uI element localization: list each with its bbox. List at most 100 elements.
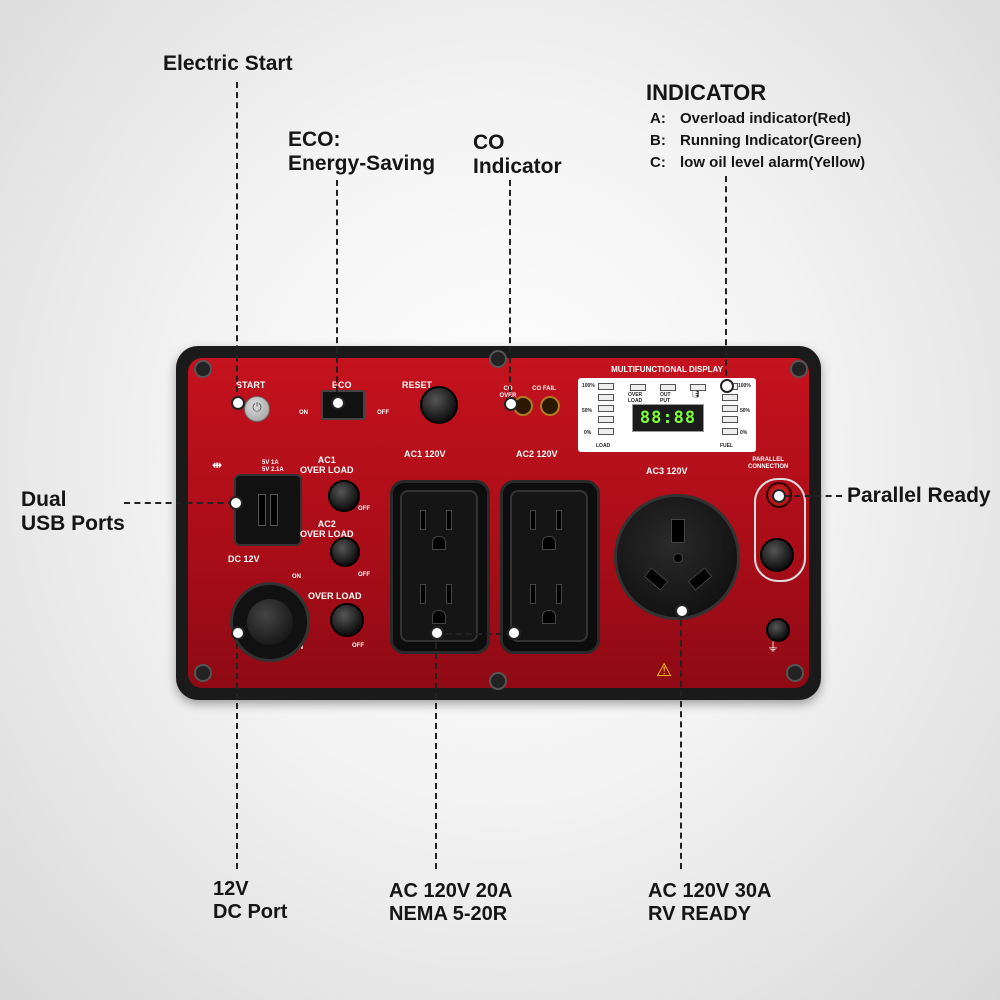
indicator-item-a: A:Overload indicator(Red) [650, 110, 851, 127]
marker-usb [229, 496, 243, 510]
screw-icon [489, 672, 507, 690]
co-fail-label: CO FAIL [532, 386, 556, 392]
load-bar [598, 383, 614, 390]
marker-co [504, 397, 518, 411]
callout-co: CO Indicator [473, 131, 562, 179]
ac2-label: AC2 120V [516, 449, 558, 459]
callout-eco-line1: ECO: [288, 128, 341, 151]
callout-co-line1: CO [473, 131, 505, 154]
usb-port-block [234, 474, 302, 546]
callout-usb: Dual USB Ports [21, 488, 125, 536]
marker-ac1 [430, 626, 444, 640]
leader-ac20 [435, 633, 437, 869]
indicator-item-c: C:low oil level alarm(Yellow) [650, 154, 866, 171]
eco-label: ECO [332, 380, 352, 390]
warning-icon: ⚠ [656, 660, 673, 680]
ac1-label: AC1 120V [404, 449, 446, 459]
reset-button[interactable] [420, 386, 458, 424]
parallel-cap[interactable] [760, 538, 794, 572]
dc-overload-breaker[interactable] [330, 603, 364, 637]
display-title: MULTIFUNCTIONAL DISPLAY [611, 365, 723, 374]
dc-off-label: OFF [352, 643, 364, 649]
marker-ac2 [507, 626, 521, 640]
dc12v-label: DC 12V [228, 554, 260, 564]
screw-icon [194, 664, 212, 682]
callout-ac30-line2: RV READY [648, 903, 751, 925]
ac1-outlet[interactable] [400, 490, 478, 642]
fuel-bar [722, 416, 738, 423]
dc-overload-label: OVER LOAD [308, 591, 362, 601]
screw-icon [489, 350, 507, 368]
leader-ac20-bridge [436, 633, 512, 635]
parallel-port-housing [754, 478, 806, 582]
callout-ac30: AC 120V 30A RV READY [648, 880, 771, 926]
co-over-label: CO OVER [499, 386, 517, 399]
co-fail-light [540, 396, 560, 416]
eco-on-label: ON [299, 410, 308, 416]
screw-icon [786, 664, 804, 682]
callout-electric-start: Electric Start [163, 52, 293, 75]
leader-dc [236, 633, 238, 869]
marker-dc [231, 626, 245, 640]
callout-usb-line2: USB Ports [21, 512, 125, 535]
callout-parallel: Parallel Ready [847, 484, 991, 507]
load-bar [598, 428, 614, 435]
callout-co-line2: Indicator [473, 155, 562, 178]
display-overload-label: OVER LOAD [628, 392, 643, 404]
screw-icon [790, 360, 808, 378]
usb-spec-2: 5V 2.1A [262, 467, 284, 473]
display-load-100: 100% [582, 383, 595, 389]
lcd-readout: 88:88 [632, 404, 704, 432]
fuel-bar [722, 405, 738, 412]
callout-eco-line2: Energy-Saving [288, 152, 436, 175]
eco-off-label: OFF [377, 410, 389, 416]
leader-ac30 [680, 610, 682, 869]
ac3-label: AC3 120V [646, 466, 688, 476]
callout-ac20: AC 120V 20A NEMA 5-20R [389, 880, 512, 926]
ground-terminal[interactable] [766, 618, 790, 642]
display-fuel-100: 100% [738, 383, 751, 389]
ac2-overload-breaker[interactable] [330, 537, 360, 567]
callout-ac30-line1: AC 120V 30A [648, 880, 772, 902]
ac1-overload-breaker[interactable] [328, 480, 360, 512]
leader-electric-start [236, 82, 238, 402]
callout-eco: ECO: Energy-Saving [288, 128, 435, 176]
ac1-off-label: OFF [358, 506, 370, 512]
screw-icon [194, 360, 212, 378]
output-indicator-light [660, 384, 676, 391]
callout-ac20-line1: AC 120V 20A [389, 880, 513, 902]
leader-usb [124, 502, 234, 504]
usb-icon: ⇹ [212, 458, 223, 472]
usb-port-1[interactable] [258, 494, 266, 526]
power-icon: ⏻ [252, 400, 262, 414]
dc-12v-port[interactable] [230, 582, 310, 662]
leader-parallel [784, 495, 842, 497]
marker-start [231, 396, 245, 410]
marker-ac3 [675, 604, 689, 618]
callout-dc-line1: 12V [213, 878, 249, 900]
marker-eco [331, 396, 345, 410]
display-fuel-0: 0% [740, 430, 748, 436]
load-bar [598, 394, 614, 401]
reset-label: RESET [402, 380, 433, 390]
display-fuel-50: 50% [740, 408, 751, 414]
marker-indicator [720, 379, 734, 393]
callout-dc: 12V DC Port [213, 878, 287, 924]
eco-switch[interactable] [321, 390, 365, 420]
start-button[interactable]: ⏻ [244, 396, 270, 422]
callout-indicator: INDICATOR A:Overload indicator(Red) B:Ru… [646, 80, 865, 174]
dc-on-label: ON [292, 574, 301, 580]
ac2-outlet[interactable] [510, 490, 588, 642]
callout-ac20-line2: NEMA 5-20R [389, 903, 508, 925]
oil-can-icon: 🛢 [690, 388, 702, 398]
usb-port-2[interactable] [270, 494, 278, 526]
fuel-bar [722, 428, 738, 435]
oil-indicator-light [690, 384, 706, 391]
indicator-item-b: B:Running Indicator(Green) [650, 132, 862, 149]
indicator-title: INDICATOR [646, 80, 767, 105]
usb-spec-1: 5V 1A [262, 460, 279, 466]
ground-icon: ⏚ [767, 640, 780, 654]
ac3-rv-outlet[interactable] [614, 494, 740, 620]
